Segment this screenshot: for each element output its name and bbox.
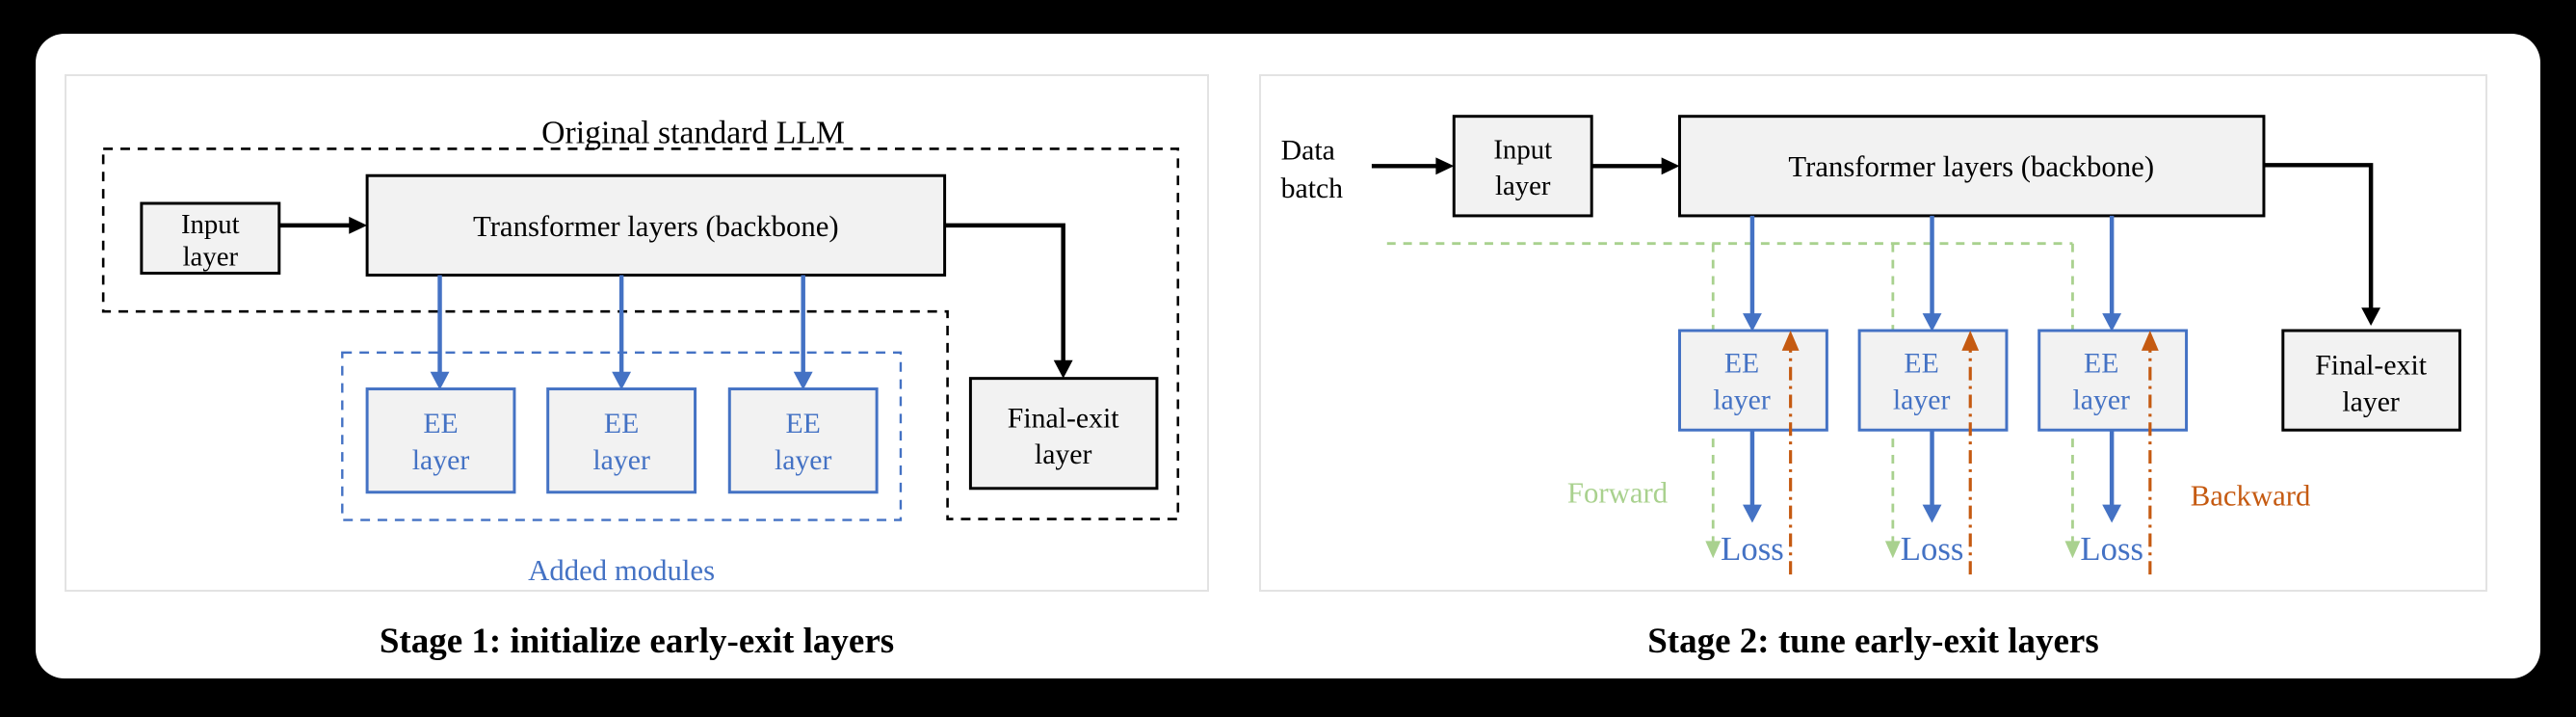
ee-layer1-box — [365, 387, 516, 494]
forward-arrowhead-3 — [2064, 541, 2081, 559]
stage1-caption: Stage 1: initialize early-exit layers — [379, 622, 895, 661]
ee-layer1-label-line1: EE — [1724, 348, 1759, 380]
ee-layer2-label-line2: layer — [592, 444, 650, 476]
backbone-to-ee2-arrowhead — [612, 371, 632, 390]
loss-label-1: Loss — [1721, 530, 1784, 568]
backbone-to-finalexit-arrow — [2263, 163, 2374, 309]
stage2-panel: Data batch Input layer Transformer layer… — [1259, 74, 2487, 592]
ee-layer3-label-line2: layer — [2072, 384, 2130, 415]
backward-arrowhead-3 — [2141, 331, 2159, 351]
backbone-to-ee3-arrowhead — [793, 371, 813, 390]
forward-arrowhead-2 — [1884, 541, 1901, 559]
loss-label-2: Loss — [1901, 530, 1964, 568]
forward-arrowhead-1 — [1705, 541, 1722, 559]
ee-layer2-label-line1: EE — [1904, 348, 1938, 380]
original-llm-title: Original standard LLM — [541, 115, 845, 150]
transformer-backbone-box — [365, 173, 947, 277]
ee-layer1-label-line2: layer — [1713, 384, 1771, 415]
input-layer-label-line2: layer — [183, 242, 239, 273]
final-exit-layer-box — [968, 377, 1159, 491]
input-layer-label-line1: Input — [181, 209, 240, 240]
backbone-to-ee2-arrowhead — [1922, 313, 1942, 332]
ee-layer2-box — [546, 387, 697, 494]
ee-layer1-label-line2: layer — [412, 444, 470, 476]
backward-legend-label: Backward — [2191, 480, 2311, 513]
transformer-backbone-label: Transformer layers (backbone) — [1788, 150, 2154, 183]
ee-layer3-box — [727, 387, 879, 494]
stage1-diagram: Original standard LLM Input layer Transf… — [101, 115, 1180, 587]
ee1-to-loss-arrowhead — [1743, 504, 1762, 523]
backward-arrowhead-1 — [1781, 331, 1800, 351]
data-batch-label-line1: Data — [1281, 134, 1335, 166]
final-exit-label-line2: layer — [2342, 385, 2400, 417]
input-to-transformer-arrowhead — [1661, 157, 1680, 175]
ee2-to-loss-arrowhead — [1922, 504, 1942, 523]
ee-layer1-label-line1: EE — [423, 408, 458, 439]
final-exit-label-line2: layer — [1035, 438, 1092, 470]
forward-legend-label: Forward — [1567, 477, 1668, 510]
input-layer-label-line1: Input — [1493, 134, 1552, 165]
ee-layer2-label-line2: layer — [1893, 384, 1951, 415]
ee-layer3-label-line1: EE — [2084, 348, 2118, 380]
input-layer-box — [140, 201, 281, 275]
original-llm-dashed-outline — [101, 147, 1180, 520]
added-modules-dashed-box — [341, 351, 903, 521]
databatch-to-input-arrowhead — [1435, 157, 1455, 175]
ee3-to-loss-arrowhead — [2102, 504, 2122, 523]
backbone-to-ee3-arrowhead — [2102, 313, 2122, 332]
ee-layer1-box — [1678, 329, 1828, 432]
figure-canvas: Original standard LLM Input layer Transf… — [36, 34, 2540, 678]
ee-layer3-box — [2037, 329, 2189, 432]
transformer-backbone-label: Transformer layers (backbone) — [473, 210, 839, 243]
backbone-to-ee1-arrowhead — [430, 371, 450, 390]
ee-layer3-label-line1: EE — [786, 408, 821, 439]
final-exit-label-line1: Final-exit — [1008, 402, 1119, 434]
backbone-to-finalexit-arrowhead — [1053, 359, 1073, 379]
backbone-to-finalexit-arrow — [944, 223, 1065, 361]
input-layer-label-line2: layer — [1495, 171, 1551, 201]
ee-layer2-box — [1857, 329, 2009, 432]
backbone-to-finalexit-arrowhead — [2361, 307, 2381, 327]
ee-layer2-label-line1: EE — [604, 408, 639, 439]
backbone-to-ee1-arrowhead — [1743, 313, 1762, 332]
data-batch-label-line2: batch — [1281, 173, 1344, 204]
loss-label-3: Loss — [2080, 530, 2143, 568]
stage2-caption: Stage 2: tune early-exit layers — [1647, 622, 2099, 661]
final-exit-layer-box — [2281, 329, 2461, 432]
stage1-panel: Original standard LLM Input layer Transf… — [65, 74, 1209, 592]
final-exit-label-line1: Final-exit — [2315, 350, 2427, 382]
transformer-backbone-box — [1678, 115, 2266, 218]
ee-layer3-label-line2: layer — [775, 444, 832, 476]
stage2-diagram: Data batch Input layer Transformer layer… — [1281, 115, 2461, 575]
backward-arrowhead-2 — [1961, 331, 1980, 351]
input-to-transformer-arrowhead — [349, 216, 368, 234]
added-modules-label: Added modules — [528, 554, 715, 587]
input-layer-box — [1452, 115, 1593, 218]
